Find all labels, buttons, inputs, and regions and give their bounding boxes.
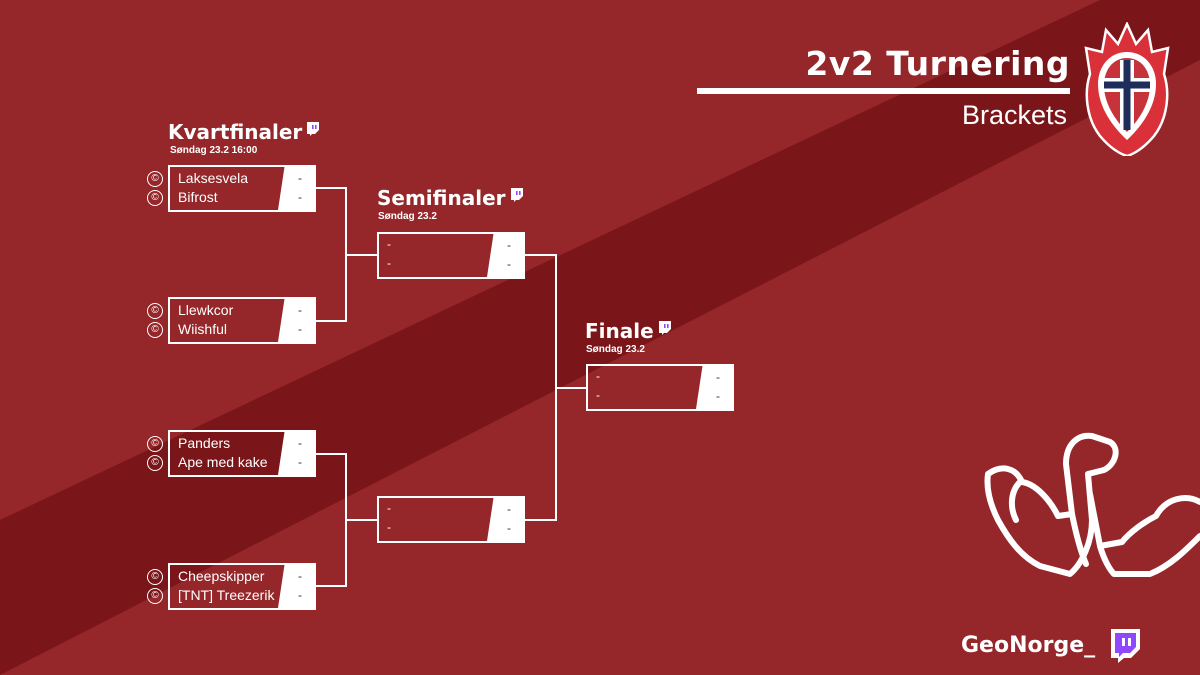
round-title: Semifinaler: [377, 186, 506, 210]
round-date-final: Søndag 23.2: [586, 344, 645, 355]
copyright-icon: ©: [147, 322, 163, 338]
score-box: [278, 299, 314, 342]
score: -: [507, 238, 511, 252]
arm-wrestling-icon: [984, 432, 1200, 577]
team-name: Panders: [178, 435, 231, 451]
team-name: -: [387, 237, 391, 251]
score: -: [298, 455, 302, 469]
score: -: [298, 190, 302, 204]
team-name: Laksesvela: [178, 170, 249, 186]
score: -: [298, 171, 302, 185]
score: -: [507, 521, 511, 535]
team-name: -: [387, 256, 391, 270]
round-label-final: Finale: [585, 319, 672, 343]
team-name: Cheepskipper: [178, 568, 265, 584]
score: -: [507, 257, 511, 271]
score-box: [487, 234, 523, 277]
copyright-icon: ©: [147, 455, 163, 471]
score-box: [696, 366, 732, 409]
twitch-icon[interactable]: [510, 188, 524, 203]
score-box: [278, 167, 314, 210]
score: -: [298, 569, 302, 583]
team-name: [TNT] Treezerik: [178, 587, 275, 603]
twitch-icon[interactable]: [1108, 628, 1142, 664]
copyright-icon: ©: [147, 171, 163, 187]
copyright-icon: ©: [147, 588, 163, 604]
team-name: -: [387, 520, 391, 534]
team-name: Wiishful: [178, 321, 228, 337]
page-title: 2v2 Turnering: [805, 44, 1070, 83]
copyright-icon: ©: [147, 303, 163, 319]
score: -: [507, 502, 511, 516]
match-semifinal-2[interactable]: - - - -: [377, 496, 525, 543]
twitch-icon[interactable]: [658, 321, 672, 336]
score: -: [298, 588, 302, 602]
score-box: [278, 432, 314, 475]
copyright-icon: ©: [147, 569, 163, 585]
round-title: Kvartfinaler: [168, 120, 303, 144]
channel-name: GeoNorge_: [961, 633, 1096, 658]
copyright-icon: ©: [147, 190, 163, 206]
twitch-icon[interactable]: [306, 122, 320, 137]
round-date-semifinals: Søndag 23.2: [378, 211, 437, 222]
score: -: [298, 436, 302, 450]
match-semifinal-1[interactable]: - - - -: [377, 232, 525, 279]
round-date-quarterfinals: Søndag 23.2 16:00: [170, 145, 258, 156]
round-label-semifinals: Semifinaler: [377, 186, 524, 210]
team-name: Bifrost: [178, 189, 218, 205]
round-label-quarterfinals: Kvartfinaler: [168, 120, 320, 144]
score: -: [716, 370, 720, 384]
score: -: [716, 389, 720, 403]
round-title: Finale: [585, 319, 654, 343]
team-name: -: [596, 369, 600, 383]
page-subtitle: Brackets: [961, 100, 1067, 130]
flame-shield-logo: [1084, 22, 1170, 156]
header: 2v2 Turnering: [805, 44, 1070, 83]
match-quarterfinal-2[interactable]: Llewkcor Wiishful - -: [168, 297, 316, 344]
match-final[interactable]: - - - -: [586, 364, 734, 411]
score-box: [487, 498, 523, 541]
score-box: [278, 565, 314, 608]
team-name: Ape med kake: [178, 454, 268, 470]
match-quarterfinal-4[interactable]: Cheepskipper [TNT] Treezerik - -: [168, 563, 316, 610]
team-name: -: [596, 388, 600, 402]
match-quarterfinal-1[interactable]: Laksesvela Bifrost - -: [168, 165, 316, 212]
team-name: Llewkcor: [178, 302, 234, 318]
score: -: [298, 322, 302, 336]
copyright-icon: ©: [147, 436, 163, 452]
title-divider: [697, 88, 1070, 94]
match-quarterfinal-3[interactable]: Panders Ape med kake - -: [168, 430, 316, 477]
score: -: [298, 303, 302, 317]
team-name: -: [387, 501, 391, 515]
